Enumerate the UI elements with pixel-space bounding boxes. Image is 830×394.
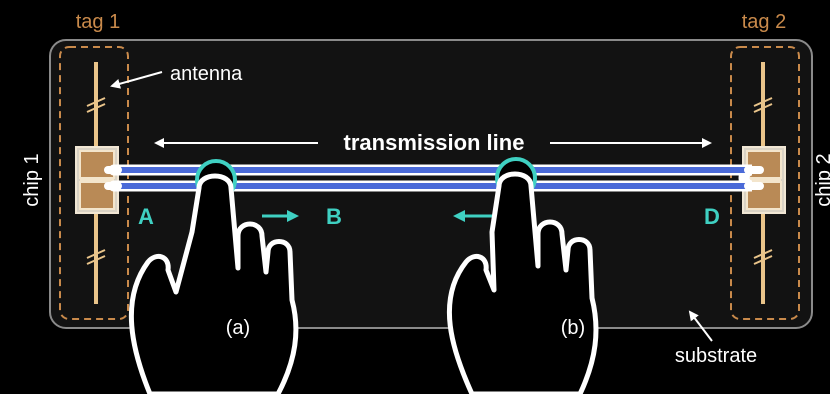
point-a-label: A xyxy=(138,204,154,229)
tag2-label: tag 2 xyxy=(742,11,786,33)
hand-a-icon xyxy=(128,173,299,394)
substrate-pointer-arrow xyxy=(688,310,713,342)
substrate-label: substrate xyxy=(675,345,757,367)
chip1-label: chip 1 xyxy=(21,153,43,206)
chip2-label: chip 2 xyxy=(813,153,830,206)
transmission-line-label: transmission line xyxy=(344,130,525,155)
tag2-outline xyxy=(730,46,800,320)
hand-b-label: (b) xyxy=(561,317,585,339)
hand-b-icon xyxy=(446,171,599,394)
point-d-label: D xyxy=(704,204,720,229)
antenna-label: antenna xyxy=(170,63,243,85)
tag1-outline xyxy=(59,46,129,320)
chip1 xyxy=(75,146,119,214)
antenna-pointer-arrow xyxy=(110,71,163,89)
hand-a-label: (a) xyxy=(226,317,250,339)
point-b-label: B xyxy=(326,204,342,229)
tag1-label: tag 1 xyxy=(76,11,120,33)
